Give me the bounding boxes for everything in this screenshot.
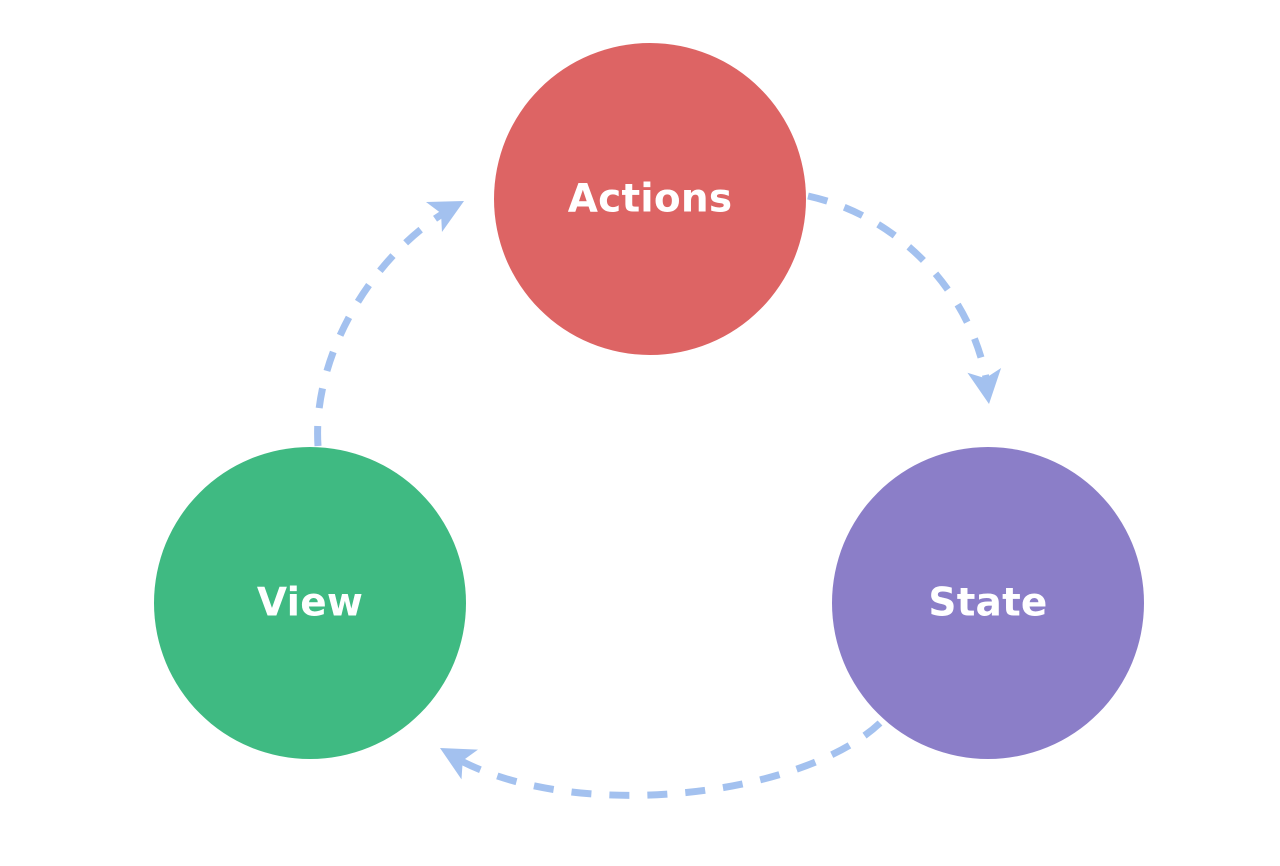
node-view[interactable]: View	[154, 447, 466, 759]
node-view-label: View	[257, 581, 363, 626]
node-state-circle[interactable]	[832, 447, 1144, 759]
arrowhead-view-icon	[440, 748, 478, 780]
arrowhead-actions-icon	[425, 201, 464, 232]
edge-view-to-actions	[314, 201, 464, 447]
node-actions-label: Actions	[568, 177, 732, 222]
node-actions[interactable]: Actions	[494, 43, 806, 355]
node-actions-circle[interactable]	[494, 43, 806, 355]
edge-state-to-view	[440, 720, 883, 799]
edge-state-to-view-path	[450, 720, 883, 799]
arrowhead-state-icon	[967, 367, 1002, 404]
edge-actions-to-state-path	[807, 192, 992, 391]
nodes-layer: Actions View State	[154, 43, 1144, 759]
node-state[interactable]: State	[832, 447, 1144, 759]
node-state-label: State	[928, 581, 1047, 626]
edge-view-to-actions-path	[314, 204, 454, 447]
node-view-circle[interactable]	[154, 447, 466, 759]
edges-layer	[314, 192, 1002, 799]
edge-actions-to-state	[807, 192, 1002, 404]
